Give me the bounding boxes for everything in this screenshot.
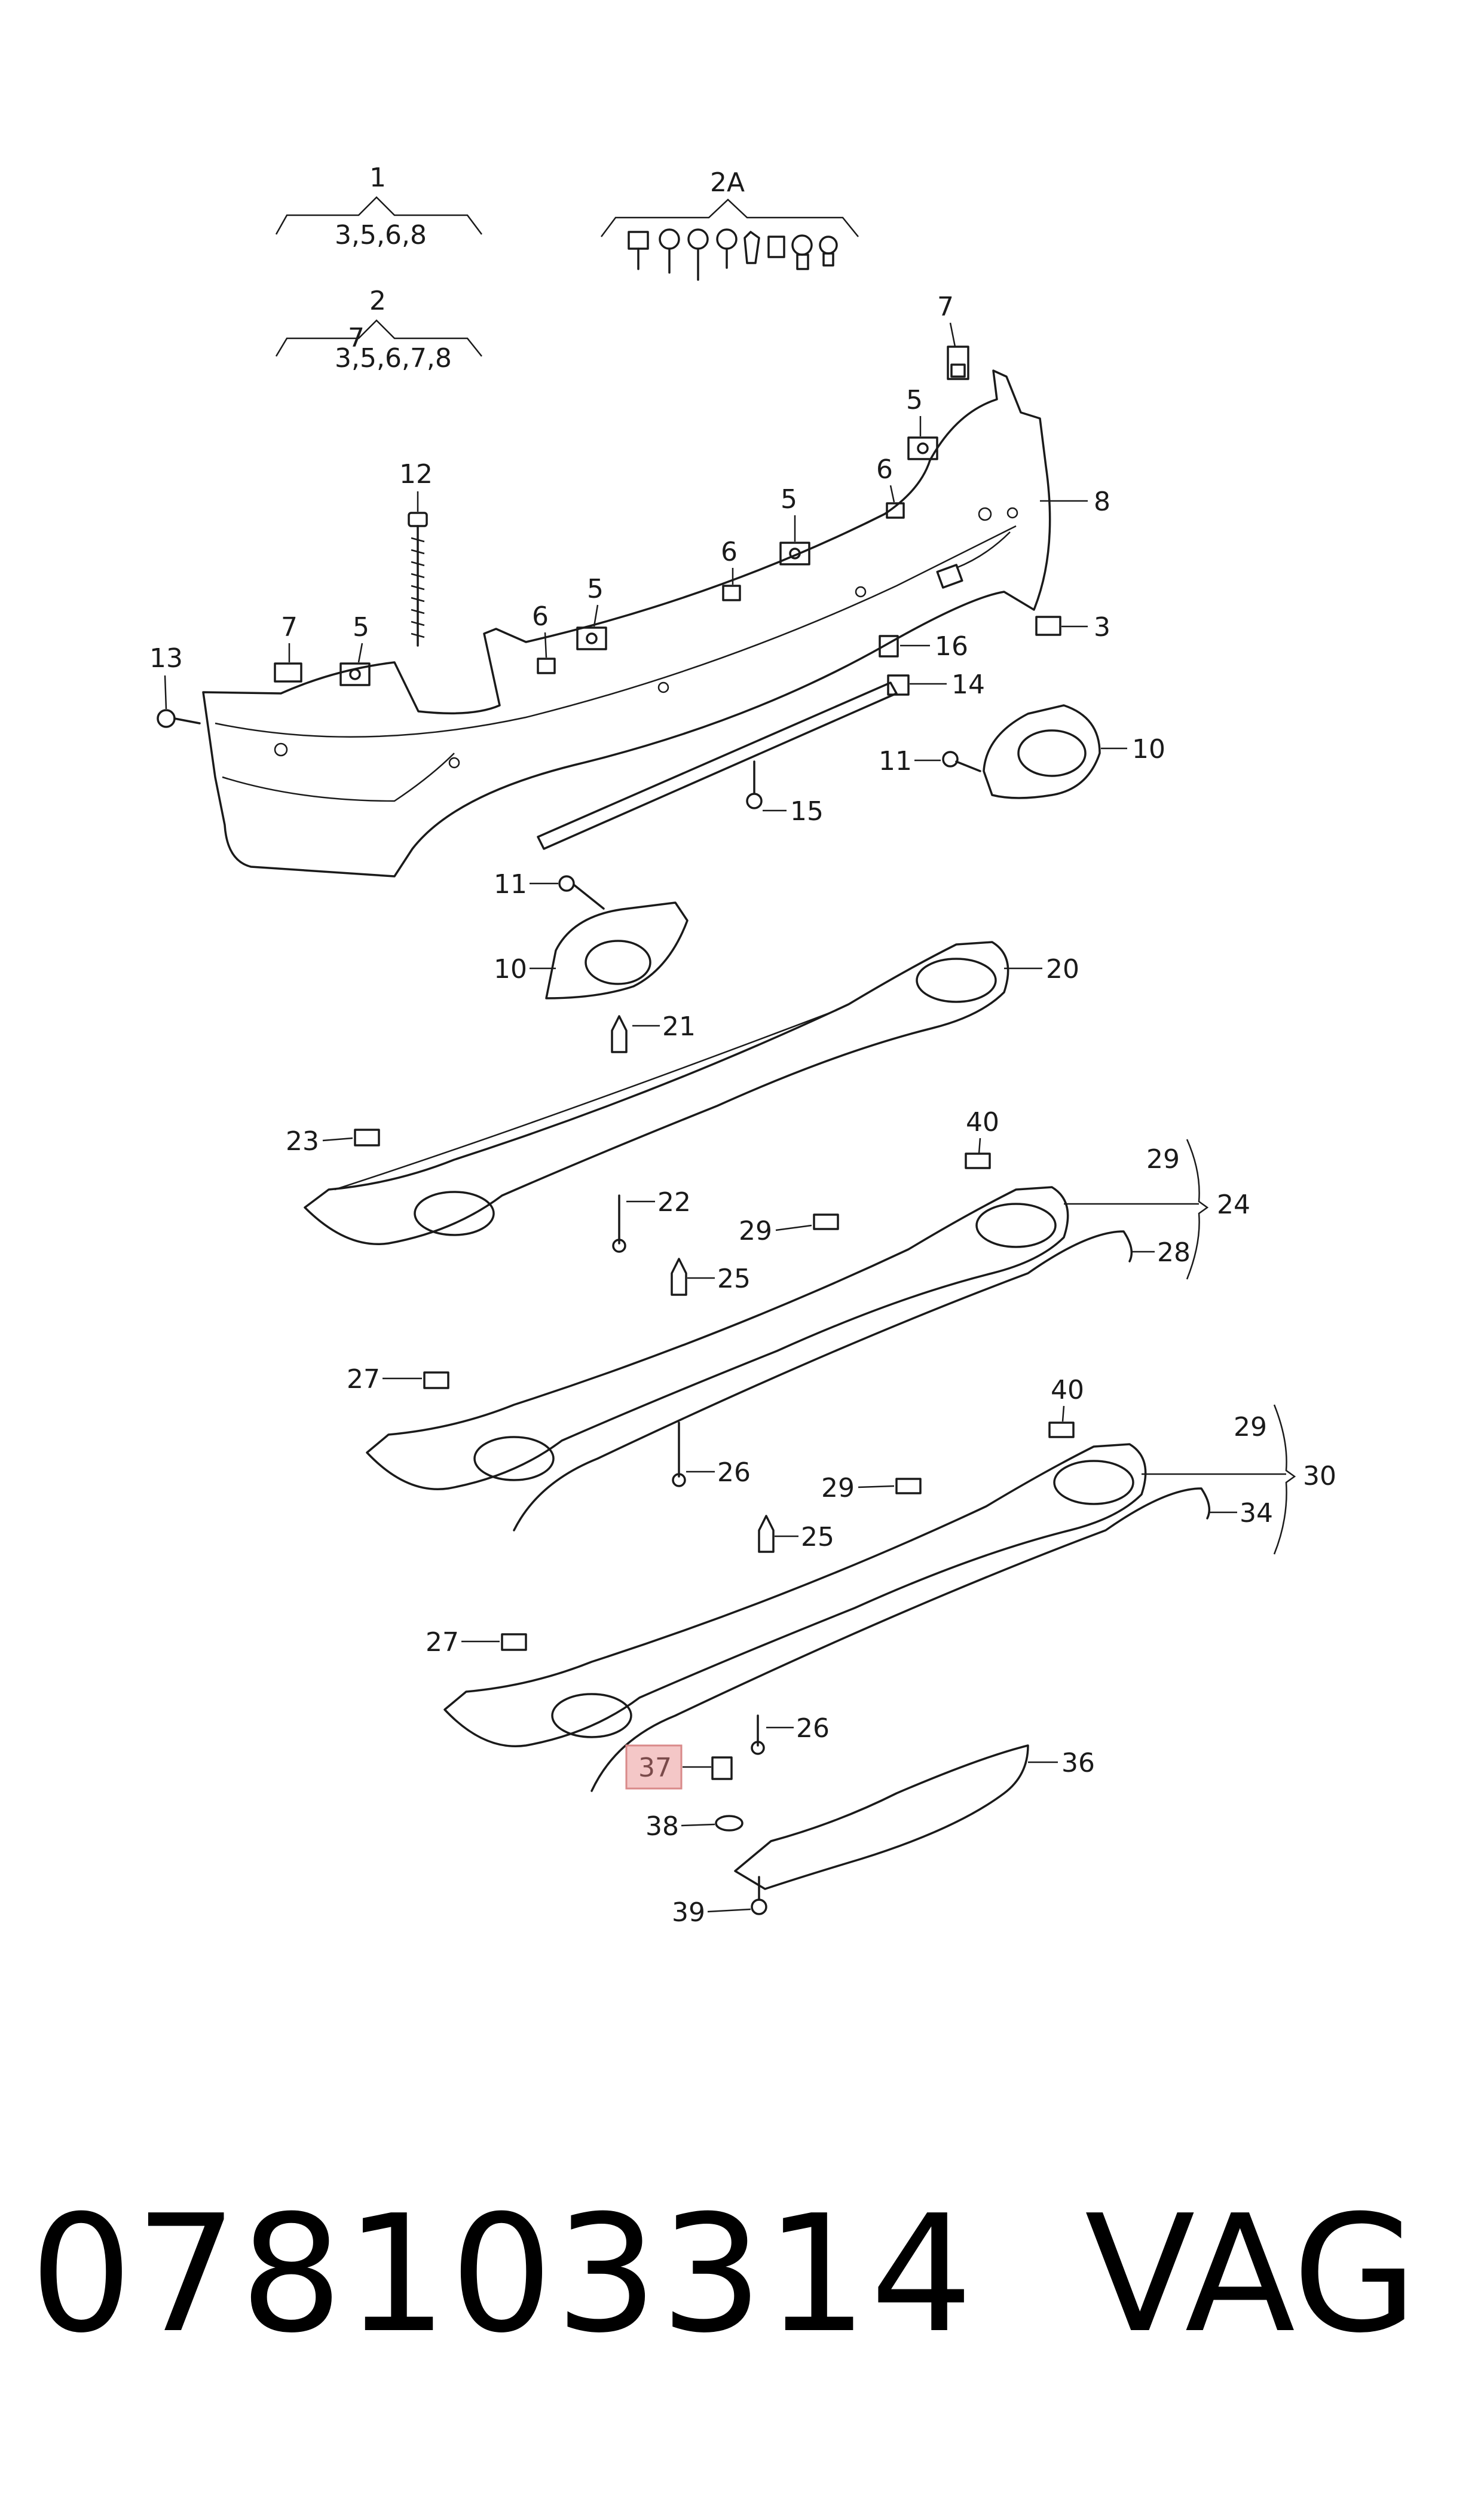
exhaust-trim-left xyxy=(545,875,689,999)
callout-1-sublabel: 3,5,6,8 xyxy=(335,220,427,250)
label-27-a: 27 xyxy=(347,1364,380,1395)
label-14: 14 xyxy=(951,669,985,700)
label-37: 37 xyxy=(638,1753,672,1783)
label-39: 39 xyxy=(672,1897,705,1928)
part-labels: 7 7 5 6 12 8 5 6 5 6 3 7 5 13 16 14 11 xyxy=(149,292,1336,1928)
callout-2-sublabel: 3,5,6,7,8 xyxy=(335,343,452,374)
label-38: 38 xyxy=(645,1811,679,1842)
screw-13-icon xyxy=(157,709,201,728)
label-7a: 7 xyxy=(348,323,365,353)
label-20: 20 xyxy=(1046,954,1079,985)
label-30: 30 xyxy=(1303,1461,1336,1491)
callout-2a: 2A xyxy=(601,167,859,281)
label-29-a: 29 xyxy=(1146,1144,1180,1175)
diffuser-24 xyxy=(366,1152,1133,1531)
label-16: 16 xyxy=(935,631,968,662)
callout-2: 2 3,5,6,7,8 xyxy=(275,286,482,374)
label-5-far-left: 5 xyxy=(353,612,369,643)
label-8: 8 xyxy=(1094,487,1110,517)
diffuser-20 xyxy=(304,941,1009,1253)
label-7-left: 7 xyxy=(281,612,298,643)
washer-38-icon xyxy=(715,1815,743,1832)
label-6-mid: 6 xyxy=(721,537,738,567)
diffuser-30 xyxy=(443,1421,1211,1792)
label-26-a: 26 xyxy=(717,1457,751,1488)
parts-diagram: 1 3,5,6,8 2 3,5,6,7,8 2A xyxy=(149,163,1336,1928)
label-40-a: 40 xyxy=(966,1107,999,1138)
label-13: 13 xyxy=(149,643,183,674)
label-21: 21 xyxy=(662,1011,696,1042)
label-10-right: 10 xyxy=(1132,734,1165,765)
underbody-panel-36 xyxy=(711,1744,1029,1915)
label-6-left: 6 xyxy=(532,601,549,632)
label-15: 15 xyxy=(790,796,824,827)
label-6-top: 6 xyxy=(876,454,893,485)
label-24: 24 xyxy=(1217,1190,1250,1220)
reinforcement-strip xyxy=(537,681,898,850)
label-27-b: 27 xyxy=(426,1627,459,1658)
brand-name: VAG xyxy=(1085,2180,1418,2368)
label-26-b: 26 xyxy=(796,1713,830,1744)
label-25-b: 25 xyxy=(801,1522,834,1552)
cap-3-icon xyxy=(1035,616,1061,636)
label-34: 34 xyxy=(1240,1498,1273,1528)
callout-2a-label: 2A xyxy=(710,167,745,198)
callout-1-label: 1 xyxy=(369,163,386,193)
screw-39-icon xyxy=(751,1899,767,1915)
callout-2-label: 2 xyxy=(369,286,386,316)
bracket-14-icon xyxy=(887,674,910,696)
label-29-d: 29 xyxy=(821,1473,855,1503)
label-23: 23 xyxy=(286,1126,319,1157)
label-12: 12 xyxy=(399,459,433,490)
clip-16-icon xyxy=(879,635,899,658)
clip-37-icon xyxy=(711,1756,733,1780)
exhaust-trim-right xyxy=(942,704,1101,799)
fastener-set-icon xyxy=(628,228,838,281)
label-3: 3 xyxy=(1094,612,1110,643)
label-40-b: 40 xyxy=(1051,1375,1084,1405)
label-29-c: 29 xyxy=(1234,1412,1267,1442)
label-22: 22 xyxy=(657,1187,691,1218)
label-11-left: 11 xyxy=(494,869,527,900)
bumper-cover xyxy=(202,369,1051,878)
label-28: 28 xyxy=(1157,1237,1191,1268)
label-5-mid: 5 xyxy=(781,484,797,515)
part-number: 078103314 xyxy=(30,2180,976,2368)
label-5-left: 5 xyxy=(587,574,604,604)
label-11-right: 11 xyxy=(879,746,912,776)
label-29-b: 29 xyxy=(739,1216,772,1246)
callout-1: 1 3,5,6,8 xyxy=(275,163,482,250)
label-37-highlight xyxy=(625,1744,683,1790)
label-10-left: 10 xyxy=(494,954,527,985)
label-5-top: 5 xyxy=(906,385,923,415)
bolt-12-icon xyxy=(408,512,428,647)
label-25-a: 25 xyxy=(717,1264,751,1294)
label-36: 36 xyxy=(1061,1748,1095,1778)
bracket-set xyxy=(274,346,969,686)
label-7-top: 7 xyxy=(937,292,954,322)
